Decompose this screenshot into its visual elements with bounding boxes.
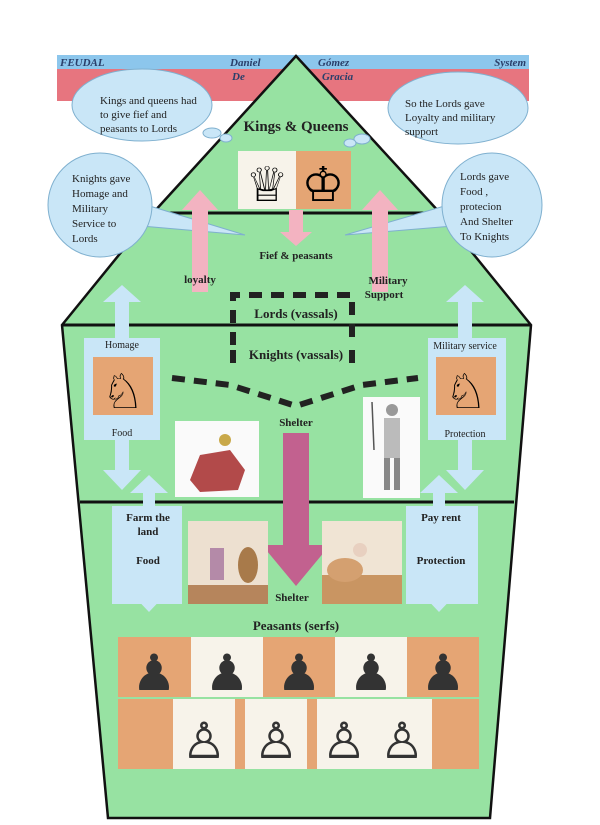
knight-icon: ♘ <box>444 364 487 420</box>
level-lords: Lords (vassals) <box>254 306 337 321</box>
military-label: Military <box>368 275 408 287</box>
speech-bubble-left-text: Knights gave Homage and Military Service… <box>72 173 133 245</box>
rent-double-arrow <box>406 475 478 612</box>
speech-bubble-right-text: Lords gave Food , protecion And Shelter … <box>460 171 516 243</box>
black-pawn-icon: ♟ <box>205 644 250 702</box>
support-label: Support <box>365 289 404 301</box>
food-bottom-label: Food <box>136 555 160 567</box>
black-pawn-icon: ♟ <box>349 644 394 702</box>
farm-label-2: land <box>138 526 159 538</box>
armored-knight-picture <box>363 397 420 498</box>
military-support-arrow-up <box>362 190 398 292</box>
speech-bubble-left <box>47 152 246 258</box>
black-pawn-row <box>118 637 479 697</box>
fief-peasants-label: Fief & peasants <box>259 250 333 262</box>
header-surname2: Gracia <box>322 71 354 83</box>
white-pawn-row <box>118 699 479 769</box>
header-name2: De <box>231 71 245 83</box>
peasant-farming-picture <box>188 521 268 604</box>
level-knights: Knights (vassals) <box>249 347 343 362</box>
shelter-top-label: Shelter <box>279 417 313 429</box>
cloud-top-right-text: So the Lords gave Loyalty and military s… <box>405 98 498 138</box>
white-pawn-icon: ♙ <box>322 712 367 770</box>
black-pawn-icon: ♟ <box>421 644 466 702</box>
queen-tile <box>238 151 296 209</box>
queen-icon: ♕ <box>245 157 288 213</box>
farm-double-arrow <box>112 475 182 612</box>
king-icon: ♔ <box>301 157 344 213</box>
homage-label: Homage <box>105 340 139 351</box>
cloud-top-right <box>343 71 529 148</box>
black-pawn-icon: ♟ <box>132 644 177 702</box>
cloud-top-left <box>71 68 233 143</box>
king-tile <box>296 151 351 209</box>
farm-label-1: Farm the <box>126 512 170 524</box>
peasant-harvest-picture <box>322 521 402 604</box>
header-system: System <box>494 57 526 69</box>
header-name1: Daniel <box>229 57 262 69</box>
mounted-knight-picture <box>175 421 259 497</box>
header-feudal: FEUDAL <box>59 57 105 69</box>
fief-arrow-down <box>280 210 312 246</box>
white-pawn-icon: ♙ <box>182 712 227 770</box>
knight-tile-left <box>93 357 153 415</box>
food-left-label: Food <box>112 428 133 439</box>
pay-rent-label: Pay rent <box>421 512 461 524</box>
level-peasants: Peasants (serfs) <box>253 618 339 633</box>
shelter-bottom-label: Shelter <box>275 592 309 604</box>
loyalty-arrow-up <box>182 190 218 292</box>
header-surname1: Gómez <box>318 57 350 69</box>
knight-tile-right <box>436 357 496 415</box>
knight-icon: ♘ <box>101 364 144 420</box>
military-service-label: Military service <box>433 341 497 352</box>
protection-right-label: Protection <box>444 429 485 440</box>
dashed-connector <box>171 292 419 410</box>
protection-bottom-label: Protection <box>417 555 466 567</box>
loyalty-label: loyalty <box>184 274 216 286</box>
level-kings-queens: Kings & Queens <box>243 119 348 135</box>
white-pawn-icon: ♙ <box>380 712 425 770</box>
black-pawn-icon: ♟ <box>277 644 322 702</box>
cloud-top-left-text: Kings and queens had to give fief and pe… <box>100 95 200 135</box>
shelter-arrow-down <box>262 433 330 586</box>
white-pawn-icon: ♙ <box>254 712 299 770</box>
